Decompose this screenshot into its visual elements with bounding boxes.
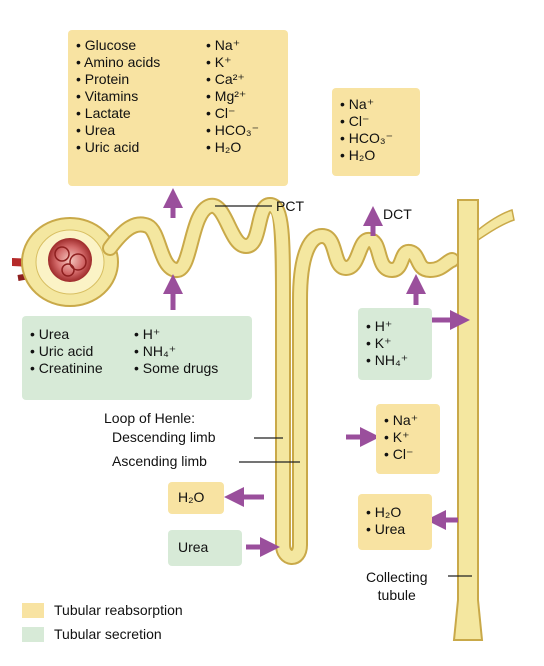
dct-reabsorption-box: • Na⁺ • Cl⁻ • HCO₃⁻ • H₂O (332, 88, 420, 176)
dct-label: DCT (383, 206, 412, 222)
water-reabsorption-box: H₂O (168, 482, 224, 514)
list-item: • Uric acid (30, 343, 94, 359)
list-item: • K⁺ (366, 335, 392, 351)
loop-reabsorb-list: • Na⁺ • K⁺ • Cl⁻ (384, 412, 418, 463)
list-item: • H₂O (366, 504, 402, 520)
legend-swatch-secretion (22, 627, 44, 642)
collecting-reabsorption-box: • H₂O • Urea (358, 494, 432, 550)
list-item: • Lactate (76, 105, 131, 121)
list-item: • Glucose (76, 37, 137, 53)
pct-label: PCT (276, 198, 304, 214)
collecting-tubule-label: Collecting tubule (366, 569, 428, 603)
dct-secretion-box: • H⁺ • K⁺ • NH₄⁺ (358, 308, 432, 380)
legend-swatch-reabsorption (22, 603, 44, 618)
glomerular-capsule (21, 217, 119, 307)
pct-secrete-right-list: • H⁺ • NH₄⁺ • Some drugs (134, 326, 218, 377)
collecting-tubule (452, 199, 515, 641)
leader-lines (215, 205, 472, 577)
list-item: • HCO₃⁻ (206, 122, 259, 138)
pct-reabsorb-right-list: • Na⁺ • K⁺ • Ca²⁺ • Mg²⁺ • Cl⁻ • HCO₃⁻ •… (206, 37, 259, 156)
urea-label: Urea (178, 539, 209, 555)
urea-secretion-box: Urea (168, 530, 242, 566)
list-item: • H₂O (340, 147, 376, 163)
list-item: • Na⁺ (206, 37, 241, 53)
list-item: • Urea (366, 521, 406, 537)
ascending-limb-label: Ascending limb (112, 453, 207, 469)
list-item: • NH₄⁺ (366, 352, 409, 368)
list-item: • HCO₃⁻ (340, 130, 393, 146)
list-item: • Cl⁻ (384, 446, 414, 462)
list-item: • Vitamins (76, 88, 139, 104)
dct-reabsorb-list: • Na⁺ • Cl⁻ • HCO₃⁻ • H₂O (340, 96, 393, 164)
list-item: • Na⁺ (340, 96, 375, 112)
list-item: • K⁺ (206, 54, 232, 70)
list-item: • NH₄⁺ (134, 343, 177, 359)
list-item: • Urea (30, 326, 70, 342)
list-item: • H⁺ (366, 318, 393, 334)
list-item: • Ca²⁺ (206, 71, 245, 87)
transport-arrows (163, 188, 470, 557)
descending-limb-label: Descending limb (112, 429, 216, 445)
legend-label-reabsorption: Tubular reabsorption (54, 602, 183, 618)
tubule (102, 197, 460, 565)
list-item: • Creatinine (30, 360, 103, 376)
list-item: • Amino acids (76, 54, 161, 70)
list-item: • K⁺ (384, 429, 410, 445)
loop-of-henle-title: Loop of Henle: (104, 410, 196, 426)
list-item: • Protein (76, 71, 130, 87)
list-item: • Cl⁻ (340, 113, 370, 129)
list-item: • Urea (76, 122, 116, 138)
pct-secrete-left-list: • Urea • Uric acid • Creatinine (30, 326, 103, 377)
legend-label-secretion: Tubular secretion (54, 626, 162, 642)
water-label: H₂O (178, 489, 205, 505)
pct-secretion-box: • Urea • Uric acid • Creatinine • H⁺ • N… (22, 316, 252, 400)
pct-reabsorption-box: • Glucose • Amino acids • Protein • Vita… (68, 30, 288, 186)
collecting-reabsorb-list: • H₂O • Urea (366, 504, 405, 538)
list-item: • Mg²⁺ (206, 88, 247, 104)
dct-secrete-list: • H⁺ • K⁺ • NH₄⁺ (366, 318, 408, 369)
list-item: • H₂O (206, 139, 242, 155)
pct-reabsorb-left-list: • Glucose • Amino acids • Protein • Vita… (76, 37, 160, 156)
loop-reabsorption-box: • Na⁺ • K⁺ • Cl⁻ (376, 404, 440, 474)
list-item: • Some drugs (134, 360, 219, 376)
list-item: • Na⁺ (384, 412, 419, 428)
list-item: • H⁺ (134, 326, 161, 342)
list-item: • Cl⁻ (206, 105, 236, 121)
list-item: • Uric acid (76, 139, 140, 155)
